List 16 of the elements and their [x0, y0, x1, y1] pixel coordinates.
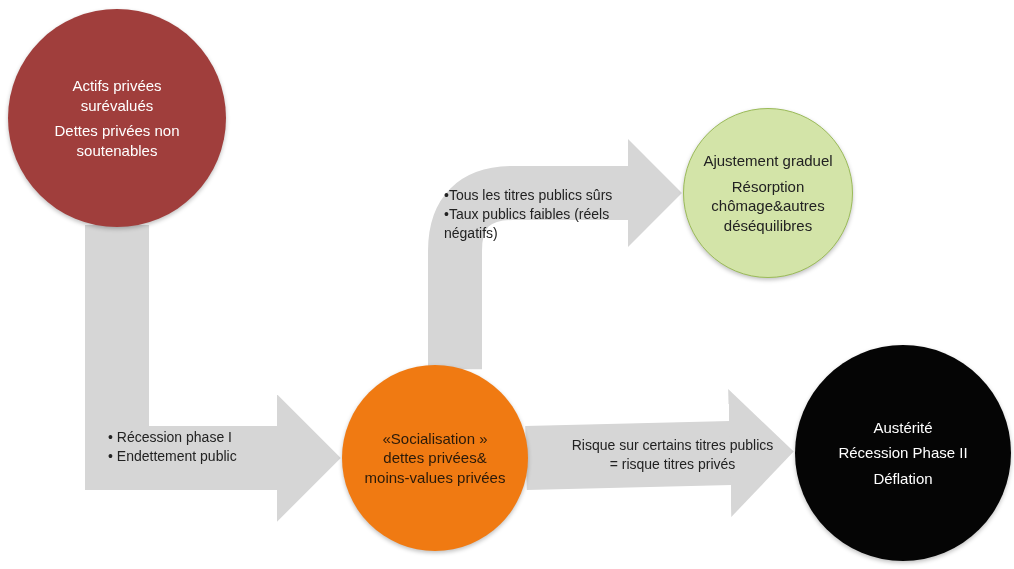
node-text: «Socialisation » dettes privées& moins-values privées: [363, 428, 507, 488]
node-text: Ajustement graduel: [703, 151, 833, 171]
block-arrow: [428, 139, 682, 370]
edge-label: •Taux publics faibles (réels négatifs): [444, 204, 611, 243]
edge-label: •Tous les titres publics sûrs: [444, 186, 614, 205]
node-text: Dettes privées non soutenables: [53, 121, 181, 160]
node-text: Déflation: [873, 468, 933, 489]
edge-label: • Endettement public: [108, 446, 238, 466]
edge-label: • Récession phase I: [108, 428, 233, 447]
node-text: Résorption chômage&autres déséquilibres: [710, 176, 826, 235]
block-arrow: [525, 389, 794, 517]
edge-label: Risque sur certains titres publics = risque titres privés: [570, 436, 775, 474]
block-arrow: [85, 225, 341, 522]
node-text: Austérité: [873, 417, 933, 438]
node-text: Récession Phase II: [838, 443, 968, 463]
node-text: Actifs privées surévalués: [71, 76, 163, 115]
